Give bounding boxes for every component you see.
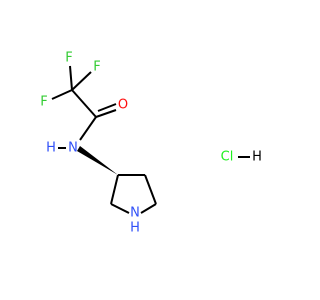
atom-n-ring-h: H xyxy=(130,221,140,236)
bond-ring-4 xyxy=(110,174,119,205)
bond-c-n-amide xyxy=(79,116,97,141)
bond-c-f-top xyxy=(69,65,73,91)
bonds xyxy=(51,65,250,214)
atom-hydrogen: H xyxy=(252,150,262,165)
atom-n-amide: N xyxy=(68,141,78,156)
bond-ring-3 xyxy=(140,203,157,214)
molecule-diagram: F F F O N H N H Cl H xyxy=(40,51,262,236)
bond-c-f-left xyxy=(51,89,73,100)
bond-c-o-1 xyxy=(95,109,117,118)
bond-ring-2 xyxy=(144,174,157,205)
bond-ring-5 xyxy=(110,203,130,214)
bond-c-c xyxy=(71,89,97,118)
atom-f-top: F xyxy=(65,51,72,66)
atom-f-right: F xyxy=(93,60,100,75)
bond-wedge xyxy=(77,146,118,175)
bond-c-f-right xyxy=(71,71,92,91)
atom-n-amide-h: H xyxy=(46,141,56,156)
atom-n-ring: N xyxy=(130,206,140,221)
atom-oxygen: O xyxy=(118,98,128,113)
atoms: F F F O N H N H Cl H xyxy=(40,51,262,236)
bond-c-o-2 xyxy=(97,103,117,112)
atom-chlorine: Cl xyxy=(221,150,234,165)
atom-f-left: F xyxy=(40,95,47,110)
